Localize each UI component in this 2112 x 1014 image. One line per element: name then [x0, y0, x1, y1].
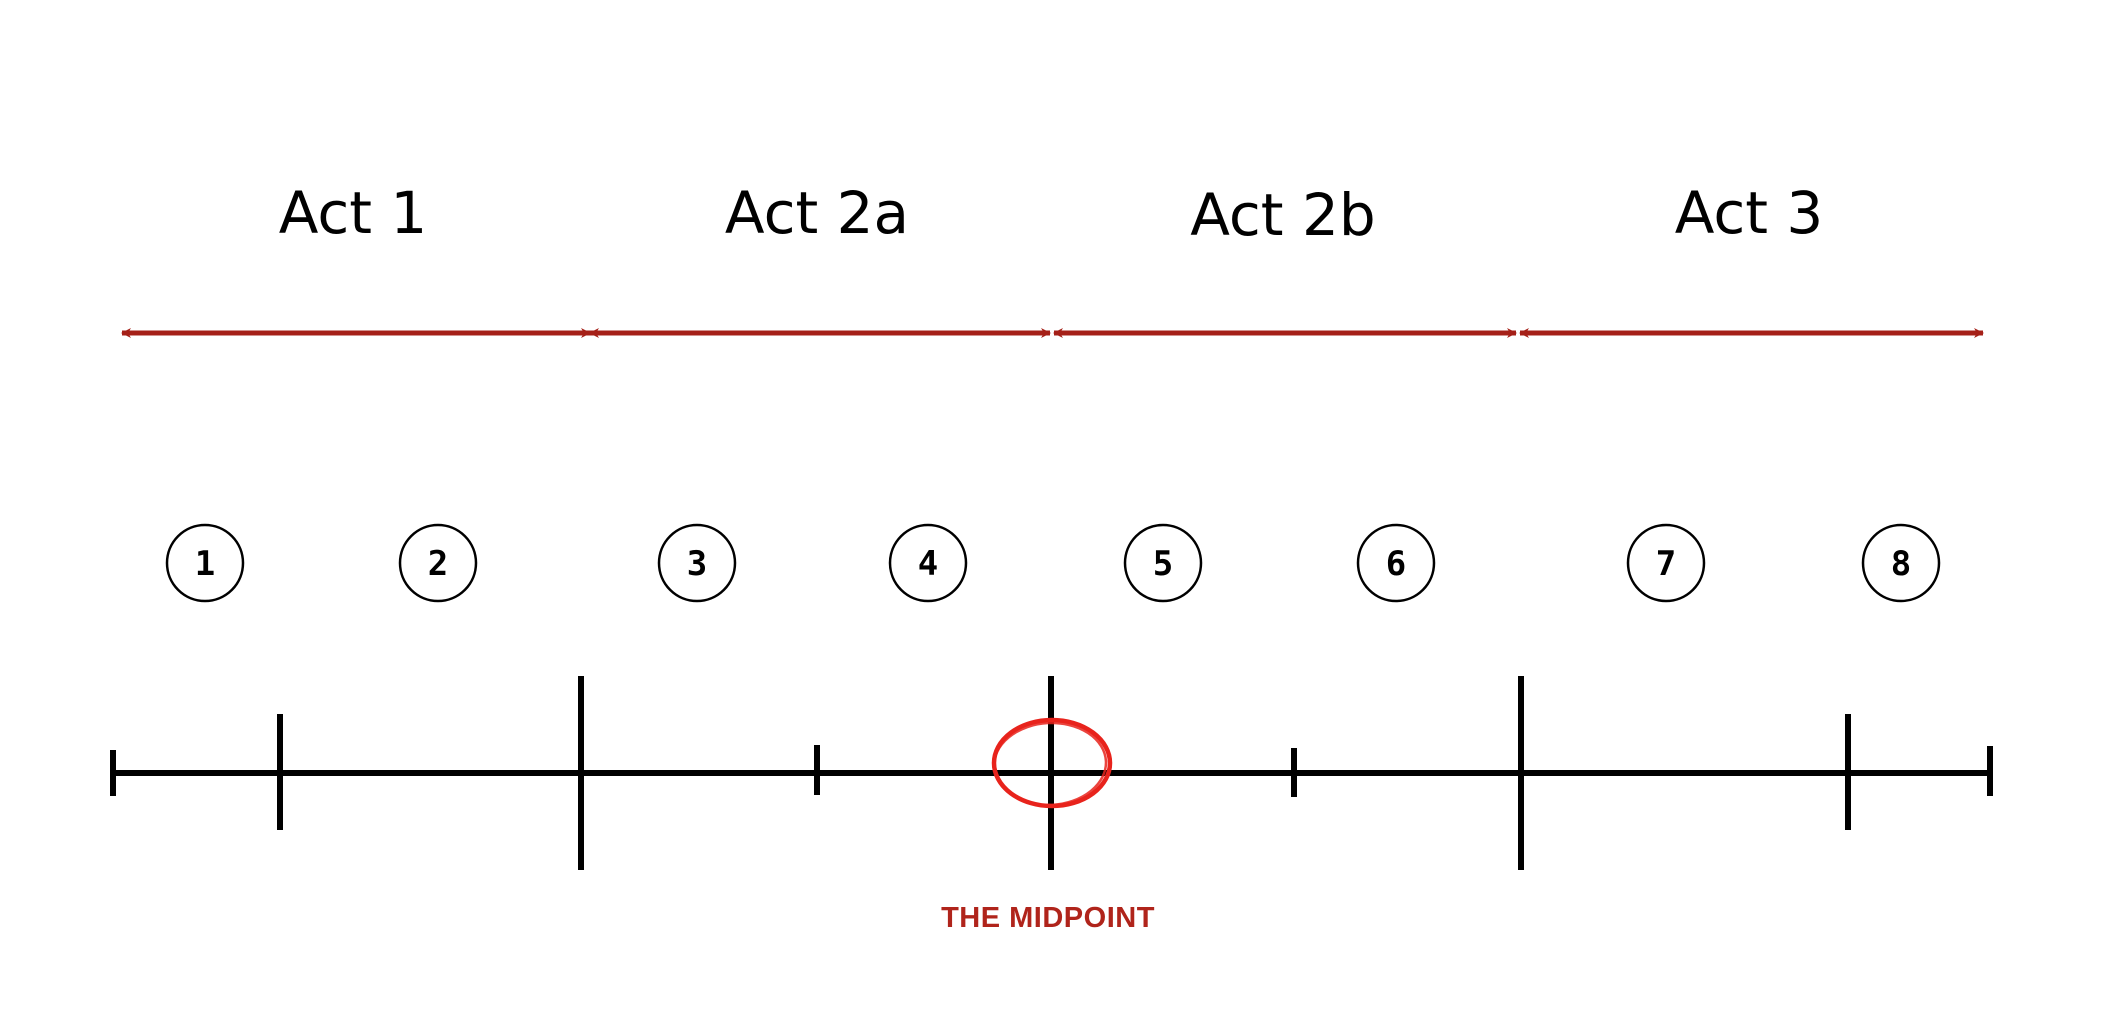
- step-4-marker: 4: [888, 523, 968, 603]
- step-number: 5: [1153, 544, 1173, 584]
- step-number: 8: [1891, 544, 1911, 584]
- step-circle: [1356, 523, 1436, 603]
- step-circle: [1626, 523, 1706, 603]
- act-1-label: Act 1: [279, 179, 428, 247]
- step-number: 6: [1386, 544, 1406, 584]
- step-number: 7: [1656, 544, 1676, 584]
- midpoint-label: THE MIDPOINT: [941, 902, 1155, 934]
- act-3-label: Act 3: [1675, 179, 1824, 247]
- step-2-marker: 2: [398, 523, 478, 603]
- step-circle: [398, 523, 478, 603]
- step-number: 3: [687, 544, 707, 584]
- step-circle: [888, 523, 968, 603]
- midpoint-marker: THE MIDPOINT: [941, 717, 1155, 934]
- step-3-marker: 3: [657, 523, 737, 603]
- step-8-marker: 8: [1861, 523, 1941, 603]
- step-7-marker: 7: [1626, 523, 1706, 603]
- step-5-marker: 5: [1123, 523, 1203, 603]
- timeline: [110, 676, 1993, 870]
- step-6-marker: 6: [1356, 523, 1436, 603]
- step-number: 4: [918, 544, 938, 584]
- step-circle: [165, 523, 245, 603]
- step-number: 1: [195, 544, 215, 584]
- step-number: 2: [428, 544, 448, 584]
- step-1-marker: 1: [165, 523, 245, 603]
- step-circle: [1861, 523, 1941, 603]
- step-circle: [1123, 523, 1203, 603]
- step-markers: 1 2 3 4 5 6 7 8: [165, 523, 1941, 603]
- act-2b-label: Act 2b: [1190, 181, 1375, 249]
- midpoint-circle-stroke-2: [992, 721, 1108, 807]
- step-circle: [657, 523, 737, 603]
- act-2a-label: Act 2a: [725, 179, 909, 247]
- act-labels: Act 1 Act 2a Act 2b Act 3: [279, 179, 1824, 249]
